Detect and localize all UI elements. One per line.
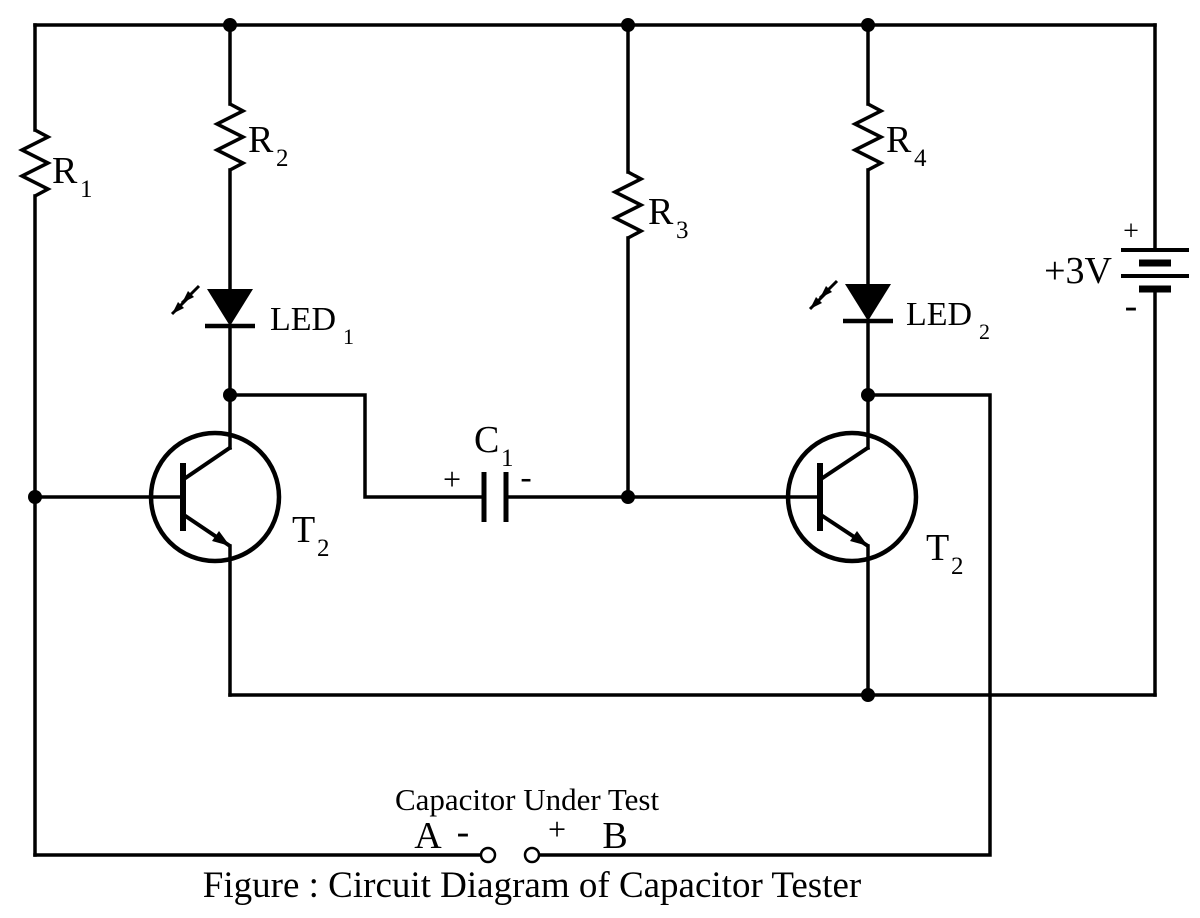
- transistor-emitter-arrowhead: [212, 531, 230, 546]
- led1-subscript: 1: [343, 324, 354, 349]
- figure-caption: Figure : Circuit Diagram of Capacitor Te…: [203, 865, 861, 906]
- c1-minus-sign: -: [520, 459, 531, 496]
- battery-minus-sign: -: [1125, 285, 1138, 327]
- r3-subscript: 3: [676, 217, 689, 244]
- junction-dot: [621, 18, 635, 32]
- transistor-t2-right: [785, 393, 919, 697]
- transistor-t2-left: [148, 393, 282, 697]
- resistor-zigzag: [213, 102, 247, 172]
- r2-label: R: [248, 119, 274, 161]
- transistor-body: [785, 430, 919, 564]
- t2-left-label: T: [292, 509, 315, 551]
- t2-left-subscript: 2: [317, 535, 330, 562]
- terminal-b: [523, 846, 541, 864]
- terminal-b-sign: +: [548, 811, 566, 847]
- transistor-collector: [182, 445, 233, 481]
- led-triangle: [207, 289, 253, 326]
- transistor-body: [148, 430, 282, 564]
- junction-dot: [861, 18, 875, 32]
- resistor-r1: [18, 128, 52, 198]
- terminal-b-label: B: [602, 815, 627, 857]
- resistor-r3: [611, 170, 645, 240]
- transistor-emitter-arrowhead: [850, 531, 868, 546]
- led2-label: LED: [906, 296, 972, 333]
- r3-label: R: [648, 191, 674, 233]
- c1-plus-sign: +: [443, 461, 461, 497]
- junction-dot: [223, 18, 237, 32]
- wire-b-branch: [537, 393, 992, 857]
- r1-subscript: 1: [80, 176, 93, 203]
- junction-dots: [28, 18, 875, 702]
- terminal-a-label: A: [414, 815, 442, 857]
- resistor-zigzag: [851, 102, 885, 172]
- r4-label: R: [886, 119, 912, 161]
- c1-subscript: 1: [501, 445, 514, 472]
- led1-label: LED: [270, 301, 336, 338]
- capacitor-under-test-heading: Capacitor Under Test: [395, 782, 660, 817]
- junction-dot: [621, 490, 635, 504]
- c1-label: C: [474, 419, 499, 461]
- r4-subscript: 4: [914, 145, 927, 172]
- resistor-r4: [851, 102, 885, 172]
- labels: R 1 R 2 R 3 R 4 LED 1 LED 2 T 2 T 2 C 1 …: [52, 119, 1139, 906]
- led-2: [808, 279, 893, 324]
- junction-dot: [861, 388, 875, 402]
- wire-coupling-c1: [228, 393, 486, 499]
- t2-right-subscript: 2: [951, 553, 964, 580]
- battery-plus-sign: +: [1123, 216, 1139, 247]
- resistor-zigzag: [611, 170, 645, 240]
- junction-dot: [861, 688, 875, 702]
- wires: [33, 23, 1157, 857]
- r2-subscript: 2: [276, 145, 289, 172]
- led2-subscript: 2: [979, 319, 990, 344]
- led-light-arrowhead: [172, 302, 184, 314]
- transistor-collector: [819, 445, 871, 481]
- led-1: [170, 284, 255, 329]
- resistor-zigzag: [18, 128, 52, 198]
- terminal-a: [479, 846, 497, 864]
- test-terminals: [479, 846, 541, 864]
- led-triangle: [845, 284, 891, 321]
- resistor-r2: [213, 102, 247, 172]
- r1-label: R: [52, 150, 78, 192]
- battery-voltage-label: +3V: [1044, 250, 1112, 292]
- capacitor-c1: [481, 472, 509, 522]
- junction-dot: [28, 490, 42, 504]
- terminal-a-sign: -: [457, 811, 470, 853]
- t2-right-label: T: [926, 527, 949, 569]
- battery-3v: [1121, 248, 1189, 293]
- led-light-arrowhead: [810, 297, 822, 309]
- junction-dot: [223, 388, 237, 402]
